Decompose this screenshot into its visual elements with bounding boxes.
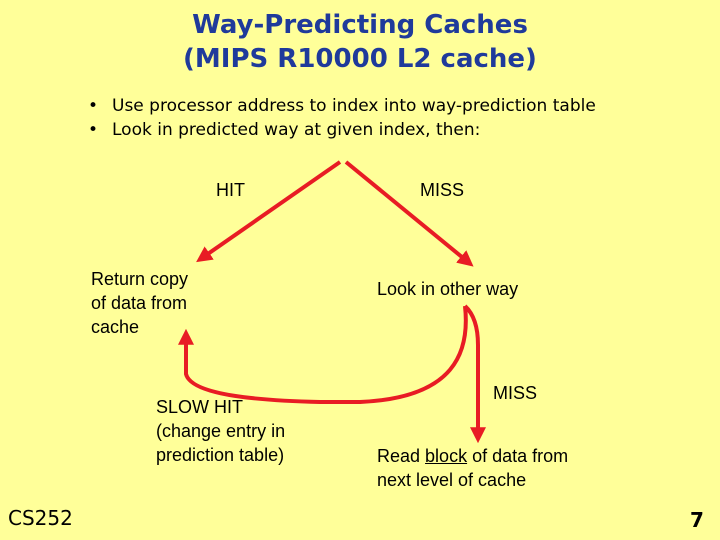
bullet-text: Use processor address to index into way-… [112,96,596,116]
bullet-list: • Use processor address to index into way… [88,94,596,142]
miss2-label: MISS [493,383,538,403]
miss-arrow [344,160,474,267]
miss-label: MISS [420,180,465,200]
slow-hit-line: (change entry in [156,421,286,441]
slide-title: Way-Predicting Caches (MIPS R10000 L2 ca… [0,8,720,76]
return-copy-text: Return copy of data from cache [91,267,188,339]
bullet-icon: • [88,120,99,140]
return-copy-line: Return copy [91,269,189,289]
course-label: CS252 [8,506,73,530]
return-copy-line: of data from [91,293,188,313]
bullet-text: Look in predicted way at given index, th… [112,120,481,140]
read-block-pre: Read [377,446,426,466]
hit-arrow [196,160,342,263]
miss-to-read-arrow [463,304,486,444]
title-line-1: Way-Predicting Caches [192,10,528,40]
bullet-icon: • [88,96,99,116]
slow-hit-line: prediction table) [156,445,285,465]
read-block-line-2: next level of cache [377,470,527,490]
read-block-underlined: block [425,446,468,466]
title-line-2: (MIPS R10000 L2 cache) [183,44,537,74]
read-block-line-1: Read block of data from [377,444,568,468]
read-block-text: Read block of data from next level of ca… [377,444,568,492]
slow-hit-text: SLOW HIT (change entry in prediction tab… [156,395,285,467]
bullet-item: • Use processor address to index into way… [88,94,596,118]
read-block-post: of data from [467,446,569,466]
hit-label: HIT [216,180,245,200]
page-number: 7 [690,508,704,532]
slow-hit-line: SLOW HIT [156,397,244,417]
bullet-item: • Look in predicted way at given index, t… [88,118,596,142]
return-copy-line: cache [91,317,140,337]
slow-hit-arrow [178,305,468,404]
look-other-way-text: Look in other way [377,279,519,299]
